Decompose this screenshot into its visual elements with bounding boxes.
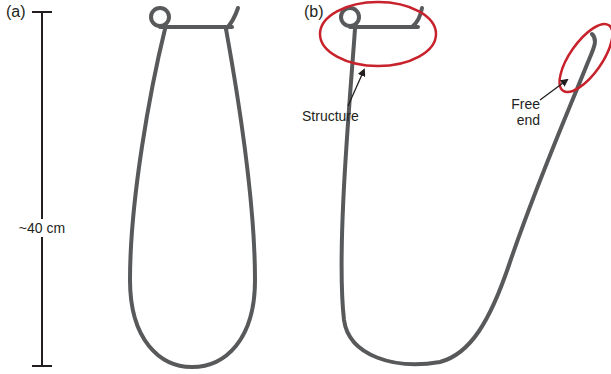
highlight-ellipse (320, 2, 436, 66)
open-loop (341, 8, 595, 364)
highlight-ellipse (550, 16, 611, 100)
leader-arrow (540, 80, 567, 100)
panel-label: (a) (6, 3, 26, 21)
callout-label: Free end (500, 96, 540, 128)
leader-arrow (348, 70, 364, 106)
panel-label: (b) (304, 3, 324, 21)
callout-label: Structure (302, 108, 359, 124)
closed-loop (130, 8, 255, 367)
scale-bar (32, 12, 52, 366)
dimension-label: ~40 cm (17, 219, 67, 237)
